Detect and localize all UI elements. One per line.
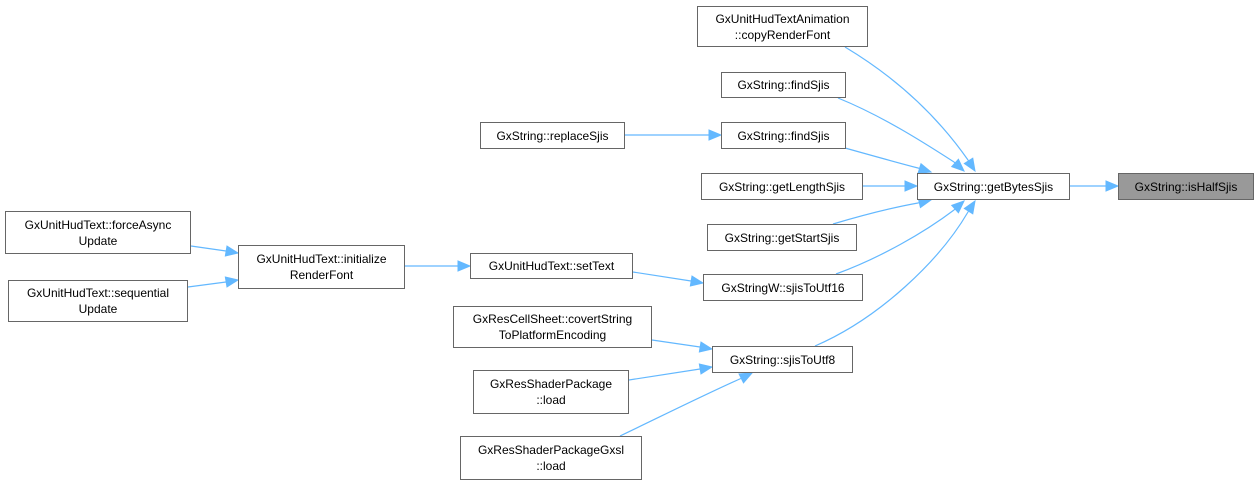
node-force-async-update[interactable]: GxUnitHudText::forceAsync Update: [5, 211, 191, 254]
node-label-line: GxString::getBytesSjis: [933, 179, 1054, 194]
edge-findSjis2-to-getBytesSjis: [844, 147, 919, 169]
arrowhead-icon: [963, 199, 976, 215]
node-label-line: GxStringW::sjisToUtf16: [721, 280, 845, 295]
node-label-line: GxResCellSheet::covertString: [472, 312, 633, 326]
arrowhead-icon: [457, 260, 472, 272]
edge-connector: [967, 210, 970, 213]
edge-connector: [953, 208, 956, 211]
node-label-line: GxString::getLengthSjis: [718, 179, 846, 194]
node-label-line: GxResShaderPackage: [489, 377, 613, 391]
node-label-line: GxResShaderPackageGxsl: [477, 443, 625, 457]
node-is-half-sjis: GxString::isHalfSjis: [1118, 173, 1254, 200]
node-label-line: GxUnitHudText::initialize: [256, 252, 387, 266]
node-get-start-sjis[interactable]: GxString::getStartSjis: [707, 224, 857, 251]
arrowhead-icon: [1105, 180, 1120, 192]
node-label-line: GxString::sjisToUtf8: [729, 352, 836, 367]
edge-copyRenderFont-to-getBytesSjis: [844, 46, 969, 161]
edge-forceAsyncUpdate-to-initializeRenderFont: [190, 245, 227, 252]
node-label-line: GxString::getStartSjis: [724, 230, 840, 245]
node-label-line: GxString::findSjis: [737, 128, 830, 143]
node-label-line: GxString::replaceSjis: [496, 128, 609, 143]
node-replace-sjis[interactable]: GxString::replaceSjis: [480, 122, 625, 149]
node-sequential-update[interactable]: GxUnitHudText::sequential Update: [8, 280, 188, 322]
edge-connector: [953, 161, 956, 164]
node-label-line: ::load: [536, 393, 566, 407]
node-find-sjis-1[interactable]: GxString::findSjis: [721, 72, 846, 98]
arrowhead-icon: [698, 341, 714, 353]
edge-sjisToUtf8-to-getBytesSjis: [814, 211, 969, 347]
node-get-length-sjis[interactable]: GxString::getLengthSjis: [701, 173, 863, 200]
node-label-line: GxString::findSjis: [737, 78, 830, 92]
node-label-line: GxUnitHudTextAnimation: [715, 11, 850, 26]
node-label-line: ::load: [536, 459, 566, 473]
edge-getStartSjis-to-getBytesSjis: [832, 202, 919, 225]
edge-covertString-to-sjisToUtf8: [651, 339, 701, 348]
edge-connector: [967, 159, 970, 162]
node-find-sjis-2[interactable]: GxString::findSjis: [721, 122, 846, 149]
edge-setText-to-sjisToUtf16: [632, 271, 692, 282]
node-sjis-to-utf16[interactable]: GxStringW::sjisToUtf16: [703, 274, 863, 301]
node-label-line: ToPlatformEncoding: [498, 328, 607, 342]
node-label-line: GxString::isHalfSjis: [1134, 179, 1238, 194]
arrowhead-icon: [708, 129, 723, 141]
node-label-line: Update: [78, 302, 118, 316]
node-set-text[interactable]: GxUnitHudText::setText: [470, 253, 633, 279]
node-get-bytes-sjis[interactable]: GxString::getBytesSjis: [917, 173, 1070, 200]
node-sjis-to-utf8[interactable]: GxString::sjisToUtf8: [712, 346, 853, 373]
node-initialize-render-font[interactable]: GxUnitHudText::initialize RenderFont: [238, 245, 405, 289]
arrowhead-icon: [698, 363, 714, 375]
edge-sequentialUpdate-to-initializeRenderFont: [187, 281, 227, 288]
arrowhead-icon: [904, 180, 919, 192]
arrowhead-icon: [917, 162, 933, 174]
arrowhead-icon: [224, 245, 240, 257]
node-label-line: RenderFont: [289, 268, 354, 282]
arrowhead-icon: [738, 372, 754, 384]
node-covert-string[interactable]: GxResCellSheet::covertString ToPlatformE…: [453, 306, 652, 348]
edge-shaderGxslLoad-to-sjisToUtf8: [619, 377, 743, 437]
edge-sjisToUtf16-to-getBytesSjis: [835, 209, 955, 275]
node-label-line: GxUnitHudText::setText: [488, 259, 615, 273]
arrowhead-icon: [963, 157, 976, 173]
node-label-line: GxUnitHudText::forceAsync: [24, 217, 172, 232]
edge-findSjis1-to-getBytesSjis: [837, 97, 955, 163]
node-label-line: ::copyRenderFont: [734, 27, 831, 42]
node-copy-render-font[interactable]: GxUnitHudTextAnimation ::copyRenderFont: [697, 6, 868, 47]
edge-shaderLoad-to-sjisToUtf8: [628, 368, 701, 381]
node-label-line: GxUnitHudText::sequential: [26, 286, 170, 300]
arrowhead-icon: [689, 275, 705, 287]
node-shader-package-gxsl-load[interactable]: GxResShaderPackageGxsl ::load: [460, 436, 642, 480]
node-label-line: Update: [78, 233, 118, 248]
node-shader-package-load[interactable]: GxResShaderPackage ::load: [473, 370, 629, 414]
arrowhead-icon: [224, 276, 240, 288]
